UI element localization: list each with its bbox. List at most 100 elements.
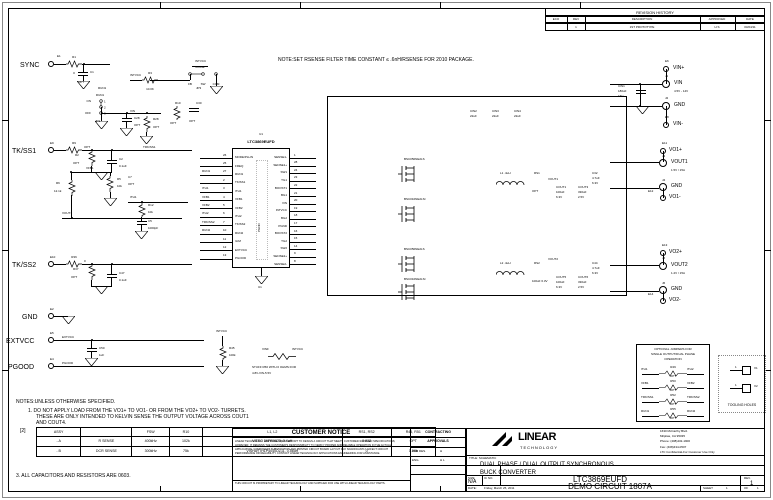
ref-rs2: RS2 bbox=[534, 261, 540, 265]
ref-jp1: RUN1 bbox=[95, 93, 105, 97]
ref-r45: R45 bbox=[229, 346, 235, 350]
frame-tick bbox=[2, 370, 8, 371]
gnd-symbol bbox=[140, 136, 153, 144]
ic-pin-number: 28 bbox=[294, 160, 298, 165]
value-c30: OPT bbox=[189, 119, 196, 123]
revision-cell-approved: H S bbox=[714, 25, 720, 29]
terminal-tkss1-pad[interactable] bbox=[48, 147, 54, 153]
ic-pin-name: TG2 bbox=[281, 238, 287, 243]
ic-pin-wire bbox=[290, 165, 316, 167]
jumper-jp3[interactable] bbox=[186, 69, 220, 79]
ic-pin-name: VFB2 bbox=[235, 205, 243, 210]
tooling-hole-x1-ref: X1 bbox=[754, 366, 758, 370]
terminal-extvcc-pad[interactable] bbox=[48, 337, 54, 343]
terminal-vo1plus-ref: E11 bbox=[662, 141, 668, 145]
net-vout1-left: VOUT1 bbox=[62, 211, 73, 215]
sheet-label: SHEET bbox=[703, 486, 714, 490]
ic-pin-net: VFB1 bbox=[202, 194, 210, 199]
pcbdes-label: PCB DES. bbox=[412, 449, 427, 453]
jumper-value: OPT bbox=[669, 416, 677, 420]
notes-table-header: R10 bbox=[168, 427, 203, 437]
optional-jumpers-box bbox=[636, 344, 710, 422]
label-jp1-off: OFF bbox=[85, 111, 91, 115]
terminal-gnd-j4-label: GND bbox=[671, 183, 683, 189]
net-trkss1: TRK/SS1 bbox=[143, 145, 156, 149]
demo-value: DEMO CIRCUIT 1807A bbox=[568, 482, 652, 491]
terminal-vo1plus-label: VO1+ bbox=[669, 147, 682, 153]
terminal-tkss2-pad[interactable] bbox=[48, 261, 54, 267]
jumper-left-net: RUN1 bbox=[641, 409, 650, 413]
of-value: 1 bbox=[757, 486, 759, 490]
notes-table-cell: R SENSE bbox=[80, 436, 133, 447]
ic-pin-name: SENSE1- bbox=[274, 155, 287, 160]
value-r36: 0 bbox=[84, 259, 86, 263]
ref-r1: R1 bbox=[72, 55, 76, 59]
ic-pin-wire bbox=[290, 256, 316, 258]
cap-c2 bbox=[107, 160, 117, 164]
terminal-gnd-label: GND bbox=[22, 314, 38, 321]
jumper-value: OPT bbox=[669, 402, 677, 406]
ref-cin4: CIN4 bbox=[514, 109, 521, 113]
ref-cout3: COUT3 bbox=[578, 185, 589, 189]
gnd-symbol bbox=[95, 121, 108, 129]
terminal-extvcc-label: EXTVCC bbox=[6, 338, 35, 345]
cap-cin1 bbox=[636, 90, 646, 94]
net-vfb1: VFB1 bbox=[86, 166, 94, 170]
terminal-sync-ref: E1 bbox=[57, 54, 61, 58]
title-line2: BUCK CONVERTER bbox=[480, 470, 536, 476]
value-r10: OPT bbox=[170, 121, 177, 125]
ic-pin-number: 7 bbox=[223, 219, 225, 224]
value-r37: OPT bbox=[71, 275, 78, 279]
mosfet-q4 bbox=[398, 284, 415, 300]
label-vinf: VINF bbox=[262, 347, 269, 351]
resistor-r45 bbox=[219, 346, 227, 360]
ic-u1-body[interactable] bbox=[232, 148, 290, 268]
terminal-gnd-pad[interactable] bbox=[48, 313, 54, 319]
terminal-vo2minus-label: VO2- bbox=[669, 297, 681, 303]
value-cout6: 330uF bbox=[578, 280, 587, 284]
notes-table-header: FSW bbox=[131, 427, 170, 437]
terminal-sync-pad[interactable] bbox=[48, 61, 54, 67]
ref-c44: C44 bbox=[592, 261, 598, 265]
ic-pin-number: 2 bbox=[223, 177, 225, 182]
ic-pin-wire bbox=[290, 188, 316, 190]
ic-pin-wire bbox=[200, 158, 232, 159]
linear-technology-logo-icon bbox=[492, 432, 512, 446]
gnd-symbol bbox=[120, 128, 133, 136]
ref-r36: R36 bbox=[71, 255, 77, 259]
frame-tick bbox=[765, 120, 771, 121]
eng-value: H L bbox=[440, 458, 445, 462]
terminal-vo2plus-label: VO2+ bbox=[669, 249, 682, 255]
ic-pin-name: RUN1 bbox=[235, 172, 244, 176]
ic-pin-wire bbox=[200, 225, 232, 227]
jumper-wire bbox=[642, 373, 659, 375]
jumper-title-3: OPERATION bbox=[664, 357, 682, 361]
ref-cin1: CIN1 bbox=[618, 84, 625, 88]
terminal-gnd-j4-ref: J4 bbox=[662, 178, 666, 182]
ic-pin-wire bbox=[290, 180, 316, 182]
ref-q2: BSC010NE2LSI bbox=[404, 197, 426, 201]
terminal-vout1-rating: 1.5V / 15A bbox=[671, 168, 686, 172]
terminal-gnd-j2-ref: J2 bbox=[665, 96, 669, 100]
ref-q1: BSC050NE2LS bbox=[404, 157, 425, 161]
terminal-pgood-pad[interactable] bbox=[48, 363, 54, 369]
ic-pin-number: 27 bbox=[223, 169, 227, 174]
ref-c28: C28 bbox=[134, 116, 140, 120]
resistor-r5b bbox=[106, 176, 114, 192]
customer-notice-footer: THIS CIRCUIT IS PROPRIETARY TO LINEAR TE… bbox=[235, 482, 386, 485]
stuff-note-line1: STUFF R50 WITH 0 OHMS FOR bbox=[252, 365, 297, 369]
ic-pin-wire bbox=[200, 242, 232, 243]
company-address-3: Phone: (408)432-1900 bbox=[660, 439, 691, 443]
value-c5: 1000pF bbox=[148, 226, 159, 230]
terminal-tkss1-ref: E9 bbox=[50, 141, 54, 145]
ref-r2: R2 bbox=[75, 153, 79, 157]
revision-history-header-row bbox=[545, 16, 765, 23]
title-block bbox=[466, 428, 765, 492]
frame-tick bbox=[765, 370, 771, 371]
label-intvcc-stuff: INTVCC bbox=[292, 347, 304, 351]
label-jp3-sw: SW bbox=[200, 82, 206, 86]
jumper-left-net: VFB1 bbox=[641, 381, 649, 385]
value-r45: 100k bbox=[229, 353, 236, 357]
frame-tick bbox=[160, 486, 161, 492]
ic-pin-wire bbox=[200, 208, 232, 210]
